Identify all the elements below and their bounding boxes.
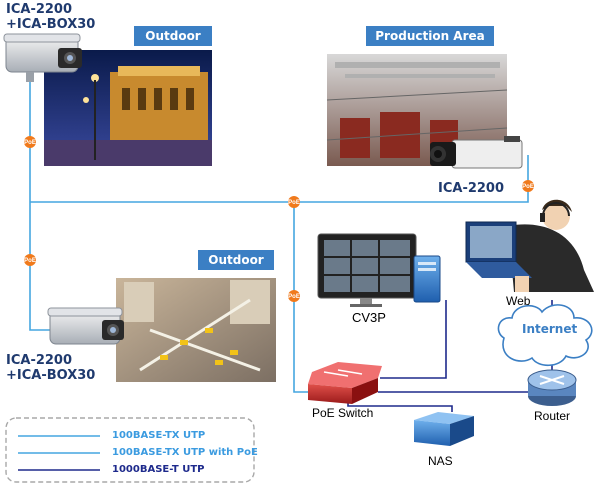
legend-label-gigabit: 1000BASE-T UTP (112, 464, 205, 475)
poe-badge-switch: PoE (288, 290, 300, 302)
poe-badge-text: PoE (24, 140, 36, 146)
nas (414, 412, 474, 446)
cable-cv3p (380, 300, 447, 379)
legend-label-tx: 100BASE-TX UTP (112, 430, 206, 441)
poe-badge-text: PoE (24, 258, 36, 264)
camera-model: ICA-2200 (6, 353, 73, 368)
camera-housing: +ICA-BOX30 (6, 17, 96, 32)
scene-tag-outdoor-bottom: Outdoor (198, 250, 274, 270)
router (527, 369, 577, 406)
cable-bottom-left-camera (29, 202, 50, 331)
poe-badge-text: PoE (288, 200, 300, 206)
legend-label-poe: 100BASE-TX UTP with PoE (112, 447, 258, 458)
poe-badge-text: PoE (522, 184, 534, 190)
box-camera-bottom-left (47, 307, 124, 345)
poe-switch (308, 362, 382, 404)
cv3p-workstation (317, 233, 441, 307)
poe-badge-text: PoE (288, 294, 300, 300)
cable-main-backbone (30, 155, 529, 203)
web-label: Web (506, 294, 531, 308)
poe-badge-bottom-left: PoE (24, 254, 36, 266)
poe-switch-label: PoE Switch (312, 406, 374, 420)
ip-camera-production (430, 136, 523, 169)
box-camera-top-left (3, 33, 82, 82)
camera-model: ICA-2200 (6, 2, 73, 17)
camera-housing: +ICA-BOX30 (6, 368, 96, 383)
outdoor-photo-top (44, 50, 212, 166)
web-user (465, 199, 594, 292)
legend-box (5, 417, 255, 483)
internet-label: Internet (522, 322, 578, 336)
nas-label: NAS (428, 454, 453, 468)
poe-badge-top-left: PoE (24, 136, 36, 148)
internet-cloud (497, 304, 593, 367)
cv3p-label: CV3P (352, 310, 386, 325)
poe-badge-backbone: PoE (288, 196, 300, 208)
outdoor-photo-bottom (116, 278, 276, 382)
production-photo (326, 54, 508, 166)
router-label: Router (534, 409, 571, 423)
camera-label-bottom-left: ICA-2200 +ICA-BOX30 (6, 353, 95, 383)
camera-label-top-left: ICA-2200 +ICA-BOX30 (6, 2, 95, 32)
scene-tag-production: Production Area (366, 26, 494, 46)
scene-tag-outdoor-top: Outdoor (134, 26, 212, 46)
poe-badge-production: PoE (522, 180, 534, 192)
camera-label-production: ICA-2200 (438, 181, 505, 196)
